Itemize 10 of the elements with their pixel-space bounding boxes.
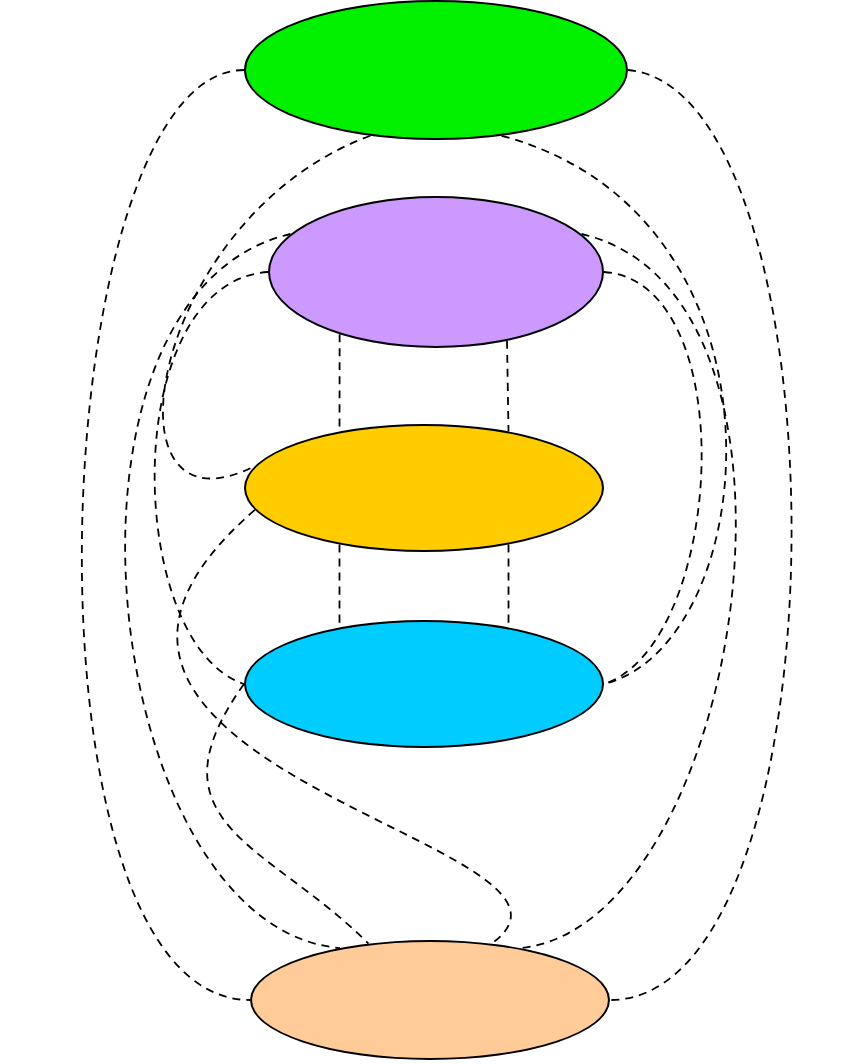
- dashed-connector: [162, 134, 372, 479]
- dashed-connector: [500, 134, 727, 685]
- dashed-connector: [124, 233, 341, 949]
- dashed-connector: [177, 509, 512, 945]
- dashed-connector: [153, 271, 269, 685]
- dashed-connector: [506, 340, 510, 433]
- dashed-connector: [519, 233, 737, 949]
- dashed-connector: [603, 271, 703, 685]
- dashed-connector: [81, 69, 251, 1001]
- dashed-connector: [609, 69, 793, 1001]
